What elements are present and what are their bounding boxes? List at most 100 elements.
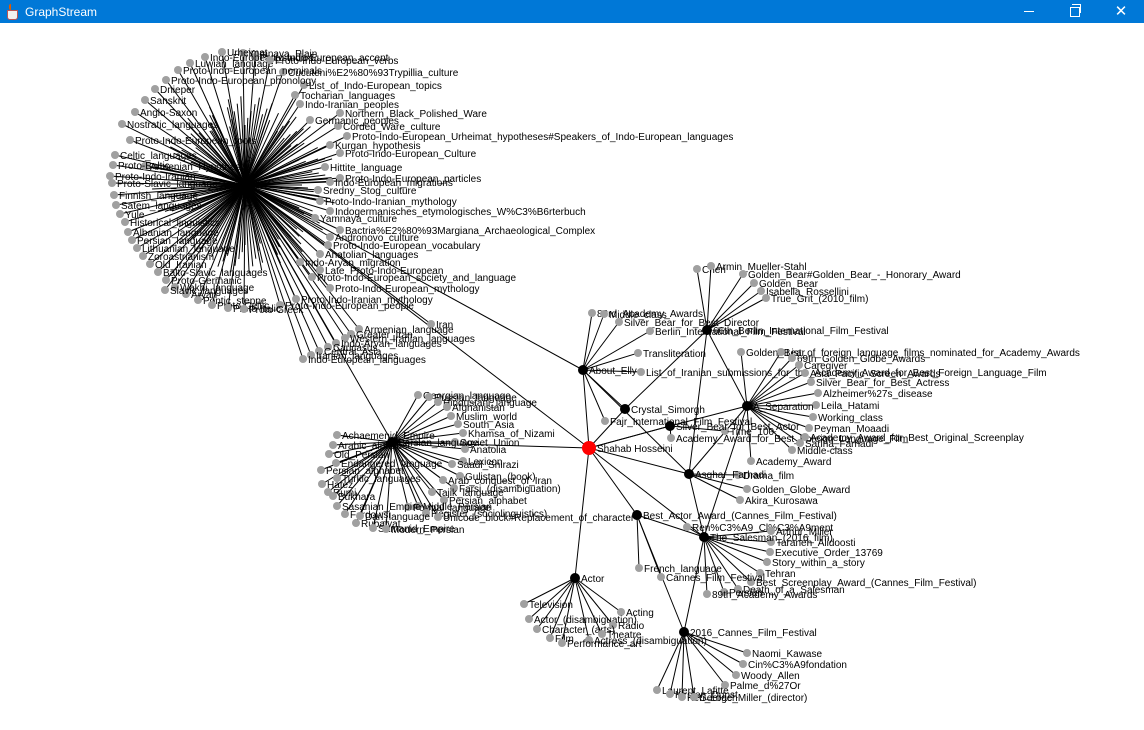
hub-node[interactable]: 2016_Cannes_Film_Festival — [679, 627, 817, 639]
leaf-node-circle[interactable] — [601, 417, 609, 425]
leaf-node[interactable]: Andronovo_culture — [326, 233, 419, 244]
leaf-node[interactable]: Actress_(disambiguation) — [585, 636, 707, 647]
leaf-node[interactable]: Armenian_Hypothesis — [141, 162, 248, 173]
leaf-node-circle[interactable] — [439, 476, 447, 484]
leaf-node-circle[interactable] — [814, 389, 822, 397]
leaf-node[interactable]: Finnish_language — [110, 191, 198, 202]
leaf-node-circle[interactable] — [750, 279, 758, 287]
leaf-node[interactable]: Arab_conquest_of_Iran — [439, 476, 552, 487]
leaf-node-circle[interactable] — [459, 429, 467, 437]
leaf-node-circle[interactable] — [356, 512, 364, 520]
leaf-node[interactable]: Proto-Baltic — [109, 161, 170, 172]
leaf-node[interactable]: Kurgan_hypothesis — [326, 141, 421, 152]
leaf-node-circle[interactable] — [141, 162, 149, 170]
leaf-node-circle[interactable] — [777, 348, 785, 356]
leaf-node[interactable]: Proto-Indo-European_nominals — [174, 66, 322, 77]
leaf-node-circle[interactable] — [326, 141, 334, 149]
leaf-node-circle[interactable] — [703, 590, 711, 598]
leaf-node[interactable]: Proto-Indo-European_people — [276, 301, 414, 312]
leaf-node[interactable]: 69th_Golden_Globe_Awards — [788, 354, 925, 365]
leaf-node[interactable]: Theatre — [598, 630, 642, 641]
leaf-node-circle[interactable] — [208, 301, 216, 309]
leaf-node-circle[interactable] — [126, 136, 134, 144]
leaf-node-circle[interactable] — [805, 424, 813, 432]
leaf-node-circle[interactable] — [186, 59, 194, 67]
leaf-node[interactable]: List_of_Iranian_submissions_for_the_Acad… — [637, 368, 1047, 379]
leaf-node[interactable]: Old_Iranian — [146, 260, 207, 271]
leaf-node[interactable]: Cin%C3%A9fondation — [739, 660, 847, 671]
leaf-node-circle[interactable] — [332, 459, 340, 467]
leaf-node[interactable]: Middle_Persian — [414, 502, 492, 513]
leaf-node[interactable]: Golden_Globe_Award — [743, 485, 850, 496]
leaf-node-circle[interactable] — [617, 608, 625, 616]
leaf-node[interactable]: Proto-Italic — [224, 304, 281, 315]
leaf-node-circle[interactable] — [316, 250, 324, 258]
leaf-node[interactable]: Western_Iranian_languages — [341, 334, 475, 345]
leaf-node-circle[interactable] — [333, 502, 341, 510]
leaf-node[interactable]: Caregiver — [795, 361, 848, 372]
hub-node[interactable]: Actor — [570, 573, 605, 585]
leaf-node[interactable]: Dnieper — [151, 85, 196, 96]
leaf-node[interactable]: Late_Proto-Indo-European — [316, 266, 443, 277]
leaf-node-circle[interactable] — [324, 343, 332, 351]
leaf-node-circle[interactable] — [325, 450, 333, 458]
leaf-node-circle[interactable] — [326, 207, 334, 215]
leaf-node-circle[interactable] — [546, 634, 554, 642]
hub-node-circle[interactable] — [684, 469, 694, 479]
leaf-node-circle[interactable] — [414, 502, 422, 510]
leaf-node[interactable]: Academy_Award — [747, 457, 831, 468]
leaf-node[interactable]: Hindustani_language — [434, 398, 537, 409]
leaf-node[interactable]: Character_(arts) — [533, 625, 615, 636]
leaf-node[interactable]: Unicode_block#Replacement_of_character — [434, 513, 635, 524]
leaf-node-circle[interactable] — [637, 368, 645, 376]
leaf-node-circle[interactable] — [336, 226, 344, 234]
leaf-node[interactable]: Muslim_world — [447, 412, 517, 423]
leaf-node[interactable]: Persian_alphabet — [440, 496, 527, 507]
leaf-node[interactable]: Asia_Pacific_Screen_Awards — [801, 369, 940, 380]
leaf-node-circle[interactable] — [318, 480, 326, 488]
leaf-node[interactable]: Anatolian_languages — [316, 250, 418, 261]
leaf-node[interactable]: Rubaiyat — [352, 519, 401, 530]
leaf-node-circle[interactable] — [721, 681, 729, 689]
leaf-node-circle[interactable] — [347, 330, 355, 338]
leaf-node-circle[interactable] — [343, 132, 351, 140]
leaf-node-circle[interactable] — [299, 355, 307, 363]
leaf-node-circle[interactable] — [329, 441, 337, 449]
leaf-node[interactable]: Lexicon — [459, 457, 502, 468]
leaf-node-circle[interactable] — [311, 214, 319, 222]
leaf-node[interactable]: Proto-Indo-European_Urheimat_hypotheses#… — [343, 132, 733, 143]
leaf-node[interactable]: Gulistan_(book) — [456, 472, 536, 483]
leaf-node-circle[interactable] — [308, 273, 316, 281]
leaf-node-circle[interactable] — [762, 294, 770, 302]
leaf-node[interactable]: Akira_Kurosawa — [736, 496, 818, 507]
leaf-node-circle[interactable] — [440, 496, 448, 504]
leaf-node[interactable]: Sasanian_Empire — [333, 502, 421, 513]
leaf-node-circle[interactable] — [667, 434, 675, 442]
leaf-node[interactable]: Slavic_languages — [161, 286, 248, 297]
leaf-node[interactable]: Proto-Greek — [240, 305, 304, 316]
leaf-node[interactable]: Iran — [427, 320, 453, 331]
hub-node[interactable]: The_Salesman_(2016_film) — [699, 532, 833, 544]
leaf-node-circle[interactable] — [721, 427, 729, 435]
leaf-node[interactable]: Kirsten_Dunst — [666, 690, 738, 701]
leaf-node[interactable]: Armin_Mueller-Stahl — [707, 262, 807, 273]
leaf-node-circle[interactable] — [108, 179, 116, 187]
leaf-node-circle[interactable] — [171, 283, 179, 291]
leaf-node[interactable]: Formal_language — [404, 503, 491, 514]
leaf-node-circle[interactable] — [414, 391, 422, 399]
leaf-node-circle[interactable] — [615, 318, 623, 326]
leaf-node-circle[interactable] — [461, 445, 469, 453]
leaf-node-circle[interactable] — [146, 260, 154, 268]
leaf-node[interactable]: Endangered_language — [332, 459, 443, 470]
leaf-node-circle[interactable] — [118, 120, 126, 128]
leaf-node-circle[interactable] — [324, 241, 332, 249]
leaf-node-circle[interactable] — [133, 244, 141, 252]
leaf-node[interactable]: List_of_foreign_language_films_nominated… — [777, 348, 1080, 359]
leaf-node-circle[interactable] — [646, 327, 654, 335]
leaf-node[interactable]: Transliteration — [634, 349, 706, 360]
leaf-node[interactable]: Caucasus — [324, 343, 377, 354]
leaf-node[interactable]: Old_Persian — [325, 450, 389, 461]
leaf-node[interactable]: Proto-Indo-European_vocabulary — [324, 241, 480, 252]
leaf-node[interactable]: Tehran — [756, 569, 796, 580]
